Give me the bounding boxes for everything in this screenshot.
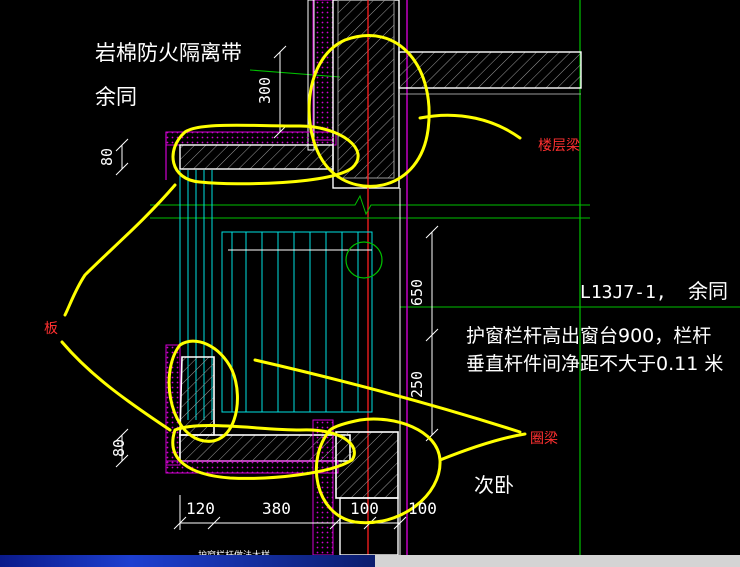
dim-100: 100 (350, 499, 379, 518)
railing-note-line1: 护窗栏杆高出窗台900，栏杆 (466, 325, 711, 347)
railing-detail-circle (345, 241, 383, 279)
ring-beam-annotation: 圈梁 (530, 431, 558, 447)
dim-300: 300 (256, 77, 274, 104)
railing-note-line2: 垂直杆件间净距不大于0.11 米 (466, 353, 723, 375)
floor-beam-annotation: 楼层梁 (538, 138, 580, 154)
lower-sill-block (179, 356, 215, 436)
bottom-taskbar-strip (0, 555, 740, 567)
taskbar-right (375, 555, 740, 567)
lower-slab-insulation (165, 460, 339, 474)
taskbar-left (0, 555, 375, 567)
ring-beam (335, 431, 399, 499)
floor-beam (398, 51, 582, 89)
break-line (150, 194, 590, 216)
slab-annotation: 板 (44, 321, 58, 337)
ref-code: L13J7-1, (580, 282, 667, 303)
dim-100b: 100 (408, 499, 437, 518)
dim-650: 650 (408, 279, 426, 306)
upper-slab (179, 144, 334, 170)
same-as-above-label: 余同 (95, 85, 137, 109)
yellow-markup (60, 34, 527, 525)
dim-80-top: 80 (98, 148, 116, 166)
secondary-bedroom-label: 次卧 (474, 473, 514, 497)
dim-120: 120 (186, 499, 215, 518)
dim-250: 250 (408, 371, 426, 398)
dim-80-bottom: 80 (110, 439, 128, 457)
upper-column-hatch (337, 0, 395, 179)
rock-wool-band-label: 岩棉防火隔离带 (95, 41, 242, 65)
dim-380: 380 (262, 499, 291, 518)
ref-same: 余同 (688, 279, 728, 303)
